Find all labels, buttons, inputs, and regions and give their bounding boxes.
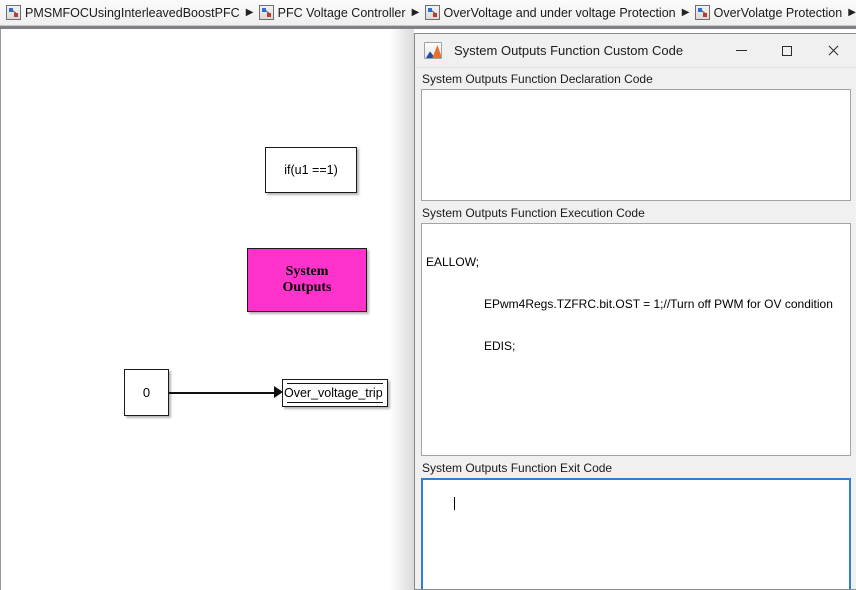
exit-code-label: System Outputs Function Exit Code (422, 461, 613, 475)
maximize-icon (782, 45, 792, 56)
close-icon (827, 45, 839, 57)
minimize-button[interactable] (718, 34, 764, 67)
breadcrumb-item-label: OverVolatge Protection (713, 5, 843, 20)
dialog-body: System Outputs Function Declaration Code… (415, 67, 856, 589)
data-store-top-rule (287, 383, 383, 384)
declaration-code-input[interactable] (421, 89, 851, 201)
breadcrumb-item-0[interactable]: PMSMFOCUsingInterleavedBoostPFC ▶ (5, 2, 258, 24)
breadcrumb-item-label: OverVoltage and under voltage Protection (443, 5, 676, 20)
breadcrumb-item-label: PMSMFOCUsingInterleavedBoostPFC (25, 5, 240, 20)
breadcrumb-separator (0, 26, 856, 29)
breadcrumb-item-3[interactable]: OverVolatge Protection ▶ (694, 2, 856, 24)
canvas-edge-shadow (390, 29, 414, 590)
simulink-model-icon (424, 5, 440, 20)
declaration-code-label: System Outputs Function Declaration Code (422, 72, 653, 86)
signal-arrow-icon (274, 386, 283, 398)
chevron-right-icon[interactable]: ▶ (245, 6, 254, 18)
breadcrumb-item-2[interactable]: OverVoltage and under voltage Protection… (424, 2, 694, 24)
simulink-canvas[interactable]: if(u1 ==1) System Outputs 0 Over_voltage… (0, 29, 414, 590)
custom-code-dialog: System Outputs Function Custom Code Syst… (414, 33, 856, 590)
simulink-model-icon (258, 5, 274, 20)
simulink-model-icon (6, 5, 21, 20)
window-controls (718, 34, 856, 67)
dialog-title: System Outputs Function Custom Code (454, 43, 684, 58)
execution-code-line-2: EPwm4Regs.TZFRC.bit.OST = 1;//Turn off P… (484, 297, 833, 311)
minimize-icon (735, 50, 747, 51)
breadcrumb-item-label: PFC Voltage Controller (277, 5, 406, 20)
block-if-label: if(u1 ==1) (284, 163, 338, 177)
close-button[interactable] (810, 34, 856, 67)
block-system-outputs[interactable]: System Outputs (247, 248, 367, 312)
chevron-right-icon[interactable]: ▶ (681, 6, 690, 18)
chevron-right-icon[interactable]: ▶ (411, 6, 420, 18)
block-constant-label: 0 (142, 385, 151, 400)
execution-code-input[interactable]: EALLOW; EPwm4Regs.TZFRC.bit.OST = 1;//Tu… (421, 223, 851, 456)
text-caret (453, 497, 455, 510)
execution-code-line-1: EALLOW; (426, 255, 480, 269)
maximize-button[interactable] (764, 34, 810, 67)
block-data-store-write[interactable]: Over_voltage_trip (282, 379, 388, 407)
block-data-store-write-label: Over_voltage_trip (284, 385, 383, 400)
breadcrumb-item-1[interactable]: PFC Voltage Controller ▶ (258, 2, 424, 24)
block-system-outputs-label-line2: Outputs (282, 280, 332, 295)
execution-code-label: System Outputs Function Execution Code (422, 206, 645, 220)
chevron-right-icon[interactable]: ▶ (848, 6, 856, 18)
block-constant[interactable]: 0 (124, 369, 169, 416)
block-system-outputs-label-line1: System (285, 264, 329, 280)
execution-code-line-3: EDIS; (484, 339, 516, 353)
matlab-icon (424, 42, 442, 59)
breadcrumb: PMSMFOCUsingInterleavedBoostPFC ▶ PFC Vo… (0, 0, 856, 26)
exit-code-input[interactable] (421, 478, 851, 589)
signal-line[interactable] (169, 392, 276, 394)
block-if-condition[interactable]: if(u1 ==1) (265, 147, 357, 193)
dialog-titlebar[interactable]: System Outputs Function Custom Code (415, 34, 856, 68)
data-store-bottom-rule (287, 402, 383, 403)
simulink-model-icon (694, 5, 710, 20)
